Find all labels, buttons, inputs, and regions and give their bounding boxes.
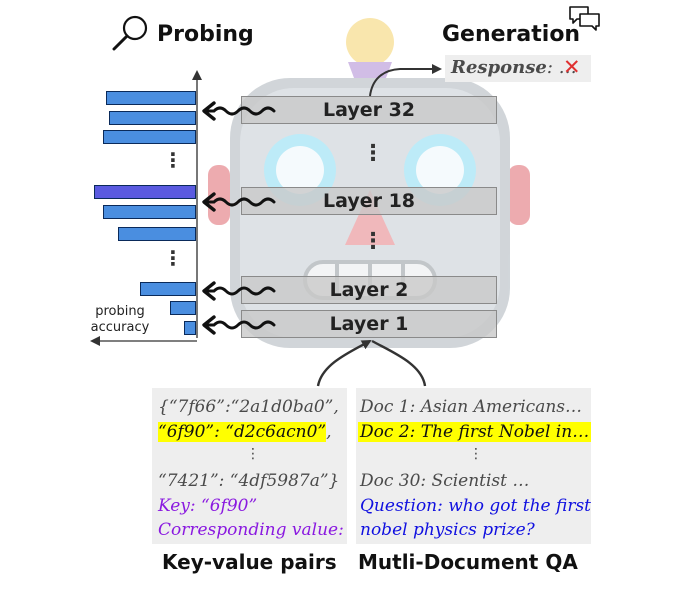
kv-key-line: Key: “6f90” — [158, 496, 258, 516]
qa-doc-1: Doc 1: Asian Americans… — [360, 397, 583, 417]
kv-dots: ⋮ — [246, 446, 260, 462]
kv-line-3: “7421”: “4df5987a”} — [158, 471, 340, 491]
generation-arrow — [369, 64, 442, 97]
probe-head-1 — [202, 315, 216, 335]
probe-wave-18 — [204, 197, 276, 207]
probe-head-18 — [202, 192, 216, 212]
response-text: Response: … — [451, 57, 577, 78]
qa-doc-2-highlight: Doc 2: The first Nobel in… — [358, 422, 592, 442]
probing-bar — [106, 91, 196, 105]
response-box — [445, 55, 591, 82]
layer-18-label: Layer 18 — [322, 190, 416, 212]
kv-caption: Key-value pairs — [162, 550, 337, 574]
response-label: Response — [451, 57, 547, 78]
probing-bar — [103, 130, 196, 144]
probe-wave-2 — [204, 286, 276, 296]
input-arrow-right — [371, 339, 427, 387]
probing-bar — [184, 321, 196, 335]
probing-bar — [140, 282, 196, 296]
probe-wave-1 — [204, 320, 276, 330]
layer-32-box: Layer 32 — [241, 96, 497, 124]
probing-bar — [109, 111, 196, 125]
probing-title: Probing — [157, 22, 254, 47]
qa-dots: ⋮ — [469, 446, 483, 462]
layer-ellipsis-lower: ⋮ — [362, 229, 384, 254]
probing-bar — [103, 205, 196, 219]
qa-question-line-2: nobel physics prize? — [360, 520, 535, 540]
layer-2-label: Layer 2 — [329, 279, 409, 301]
bars-ellipsis-lower: ⋮ — [163, 246, 183, 270]
kv-line-2-tail: , — [326, 422, 332, 442]
probing-axis-label: probing accuracy — [90, 304, 150, 335]
layer-ellipsis-upper: ⋮ — [362, 141, 384, 166]
layer-1-box: Layer 1 — [241, 310, 497, 338]
probing-bar — [170, 301, 196, 315]
layer-32-label: Layer 32 — [322, 99, 416, 121]
probe-wave-32 — [204, 106, 276, 116]
cross-icon: ✕ — [563, 55, 581, 79]
bars-ellipsis-upper: ⋮ — [163, 148, 183, 172]
layer-2-box: Layer 2 — [241, 276, 497, 304]
chat-bubbles-icon — [569, 6, 600, 31]
probing-bar — [118, 227, 196, 241]
magnifier-icon — [112, 15, 148, 51]
probe-head-2 — [202, 281, 216, 301]
qa-question-line-1: Question: who got the first — [360, 496, 592, 516]
response-suffix: : … — [546, 57, 577, 78]
kv-panel — [152, 388, 347, 544]
layer-18-box: Layer 18 — [241, 187, 497, 215]
qa-panel — [356, 388, 591, 544]
input-arrow-left — [316, 339, 372, 387]
generation-title: Generation — [442, 22, 581, 47]
kv-line-1: {“7f66”:“2a1d0ba0”, — [158, 397, 339, 417]
kv-value-line: Corresponding value: — [158, 520, 344, 540]
probe-head-32 — [202, 101, 216, 121]
qa-doc-30: Doc 30: Scientist … — [360, 471, 530, 491]
kv-highlight: “6f90”: “d2c6acn0” — [158, 422, 327, 442]
probing-bar — [94, 185, 196, 199]
kv-line-2: “6f90”: “d2c6acn0”, — [158, 422, 332, 442]
layer-1-label: Layer 1 — [329, 313, 409, 335]
qa-caption: Mutli-Document QA — [358, 550, 578, 574]
